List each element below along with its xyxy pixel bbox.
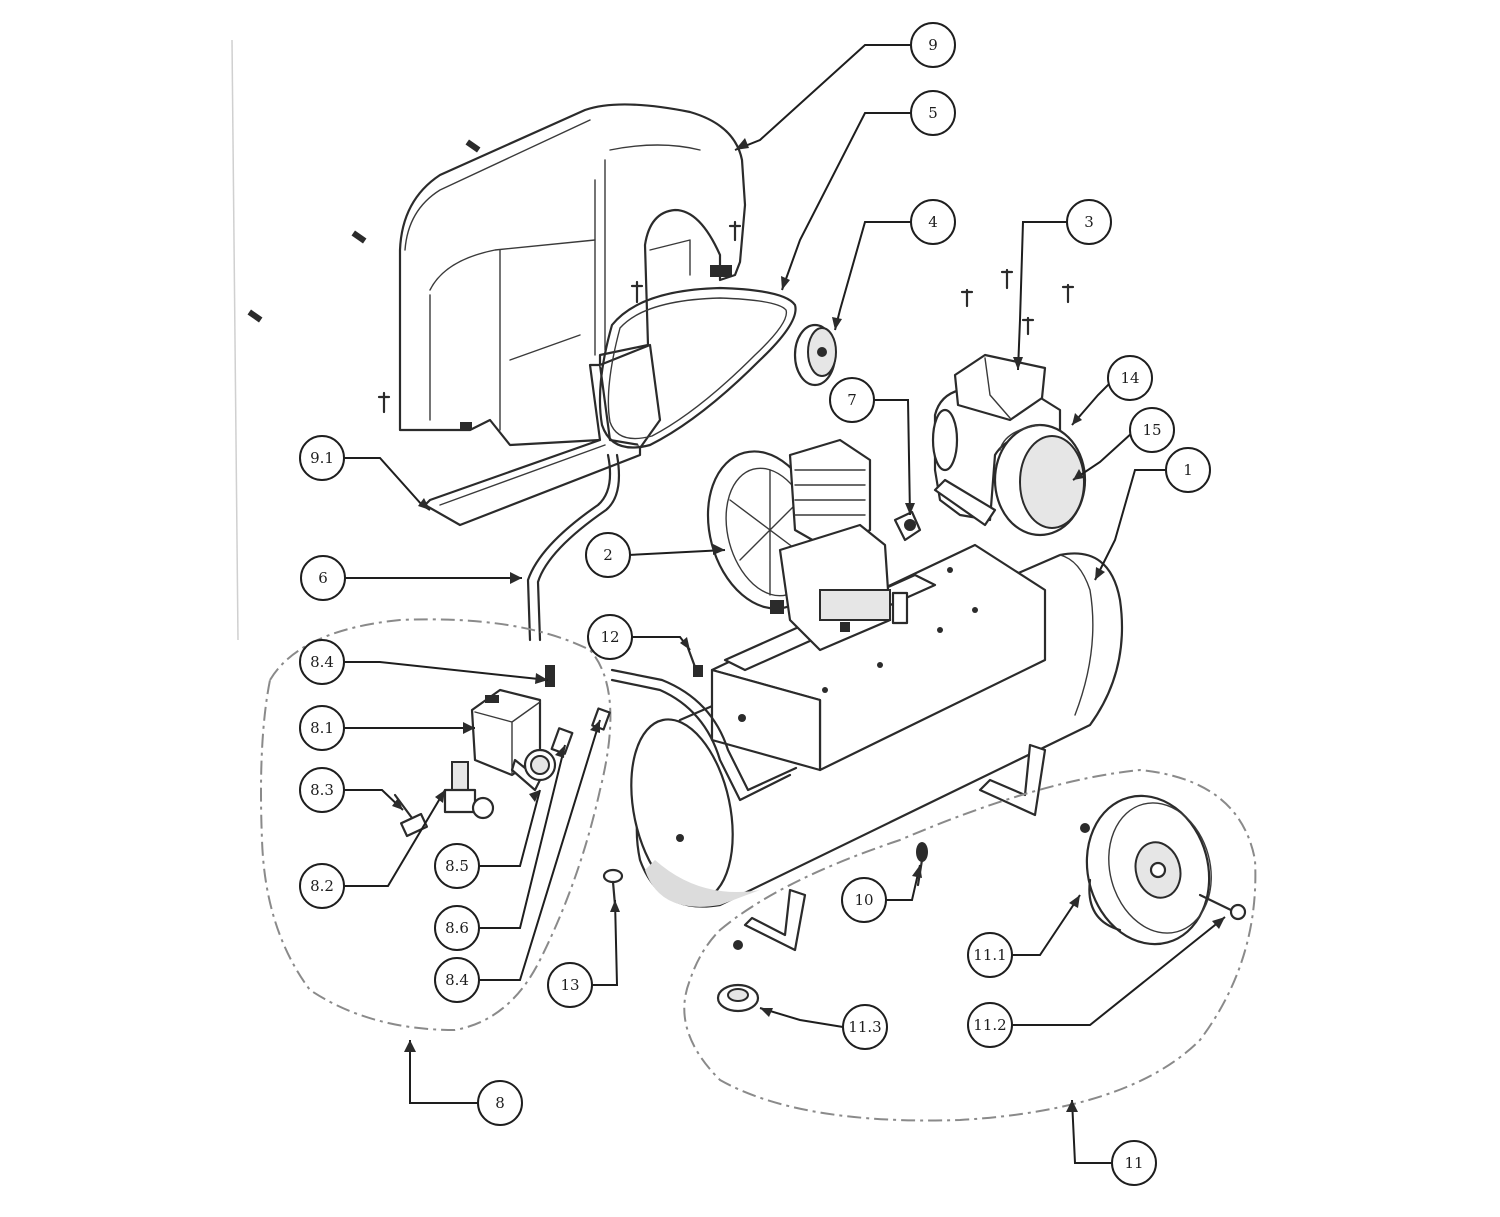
compressor-pump [706,438,909,652]
rubber-foot [716,983,760,1013]
wheel [1085,794,1212,946]
guard-screws [247,139,742,414]
callout-11-1: 11.1 [967,932,1013,978]
svg-text:1: 1 [1183,461,1193,479]
svg-text:8.4: 8.4 [445,971,469,989]
svg-text:11.1: 11.1 [973,946,1006,964]
svg-text:8: 8 [495,1094,505,1112]
callout-8-4-top: 8.4 [299,639,345,685]
callout-3: 3 [1066,199,1112,245]
safety-valve [545,665,611,755]
callout-7: 7 [829,377,875,423]
svg-text:11.3: 11.3 [848,1018,881,1036]
callout-4: 4 [910,199,956,245]
guard-base-tray [423,343,662,527]
callout-15: 15 [1129,407,1175,453]
pressure-switch [470,688,542,792]
callout-11-2: 11.2 [967,1002,1013,1048]
wheel-nuts [733,823,1090,950]
svg-text:8.1: 8.1 [310,719,334,737]
callout-9: 9 [910,22,956,68]
wheel-axle-bolt [1198,893,1247,921]
svg-text:2: 2 [603,546,613,564]
svg-text:8.4: 8.4 [310,653,334,671]
drain-cock [602,868,624,907]
group-8-boundary [260,618,612,1032]
svg-text:6: 6 [318,569,328,587]
svg-text:5: 5 [928,104,938,122]
motor-pulley [793,323,837,387]
callout-8-3: 8.3 [299,767,345,813]
svg-text:3: 3 [1084,213,1094,231]
svg-text:8.2: 8.2 [310,877,334,895]
callout-8-4-bottom: 8.4 [434,957,480,1003]
svg-text:15: 15 [1142,421,1161,439]
motor-bolts [960,268,1075,336]
pressure-fitting [893,510,922,542]
svg-text:4: 4 [928,213,938,231]
leader-arrowheads [392,138,1225,1112]
electric-motor [931,353,1087,537]
outlet-tap [443,761,495,820]
svg-text:11.2: 11.2 [973,1016,1006,1034]
svg-text:8.6: 8.6 [445,919,469,937]
callout-12: 12 [587,614,633,660]
callout-11: 11 [1111,1140,1157,1186]
svg-text:13: 13 [560,976,579,994]
callout-5: 5 [910,90,956,136]
svg-text:9: 9 [928,36,938,54]
pressure-gauge [523,748,557,782]
belt-guard [398,103,747,447]
callout-10: 10 [841,877,887,923]
callout-1: 1 [1165,447,1211,493]
svg-text:9.1: 9.1 [310,449,334,467]
callout-13: 13 [547,962,593,1008]
callout-11-3: 11.3 [842,1004,888,1050]
callout-8-1: 8.1 [299,705,345,751]
group-11-boundary [683,768,1257,1122]
svg-text:14: 14 [1120,369,1139,387]
margin-line [231,39,239,641]
callout-9-1: 9.1 [299,435,345,481]
drive-belt [598,286,797,449]
svg-text:8.5: 8.5 [445,857,469,875]
callout-8: 8 [477,1080,523,1126]
tank-feet [743,743,1047,952]
connecting-tube [526,453,621,642]
callout-8-6: 8.6 [434,905,480,951]
callout-8-5: 8.5 [434,843,480,889]
callout-6: 6 [300,555,346,601]
svg-text:11: 11 [1124,1154,1143,1172]
svg-text:8.3: 8.3 [310,781,334,799]
delivery-tube [610,646,798,802]
callout-14: 14 [1107,355,1153,401]
svg-text:10: 10 [854,891,873,909]
callout-2: 2 [585,532,631,578]
callout-8-2: 8.2 [299,863,345,909]
svg-text:12: 12 [600,628,619,646]
svg-text:7: 7 [847,391,857,409]
